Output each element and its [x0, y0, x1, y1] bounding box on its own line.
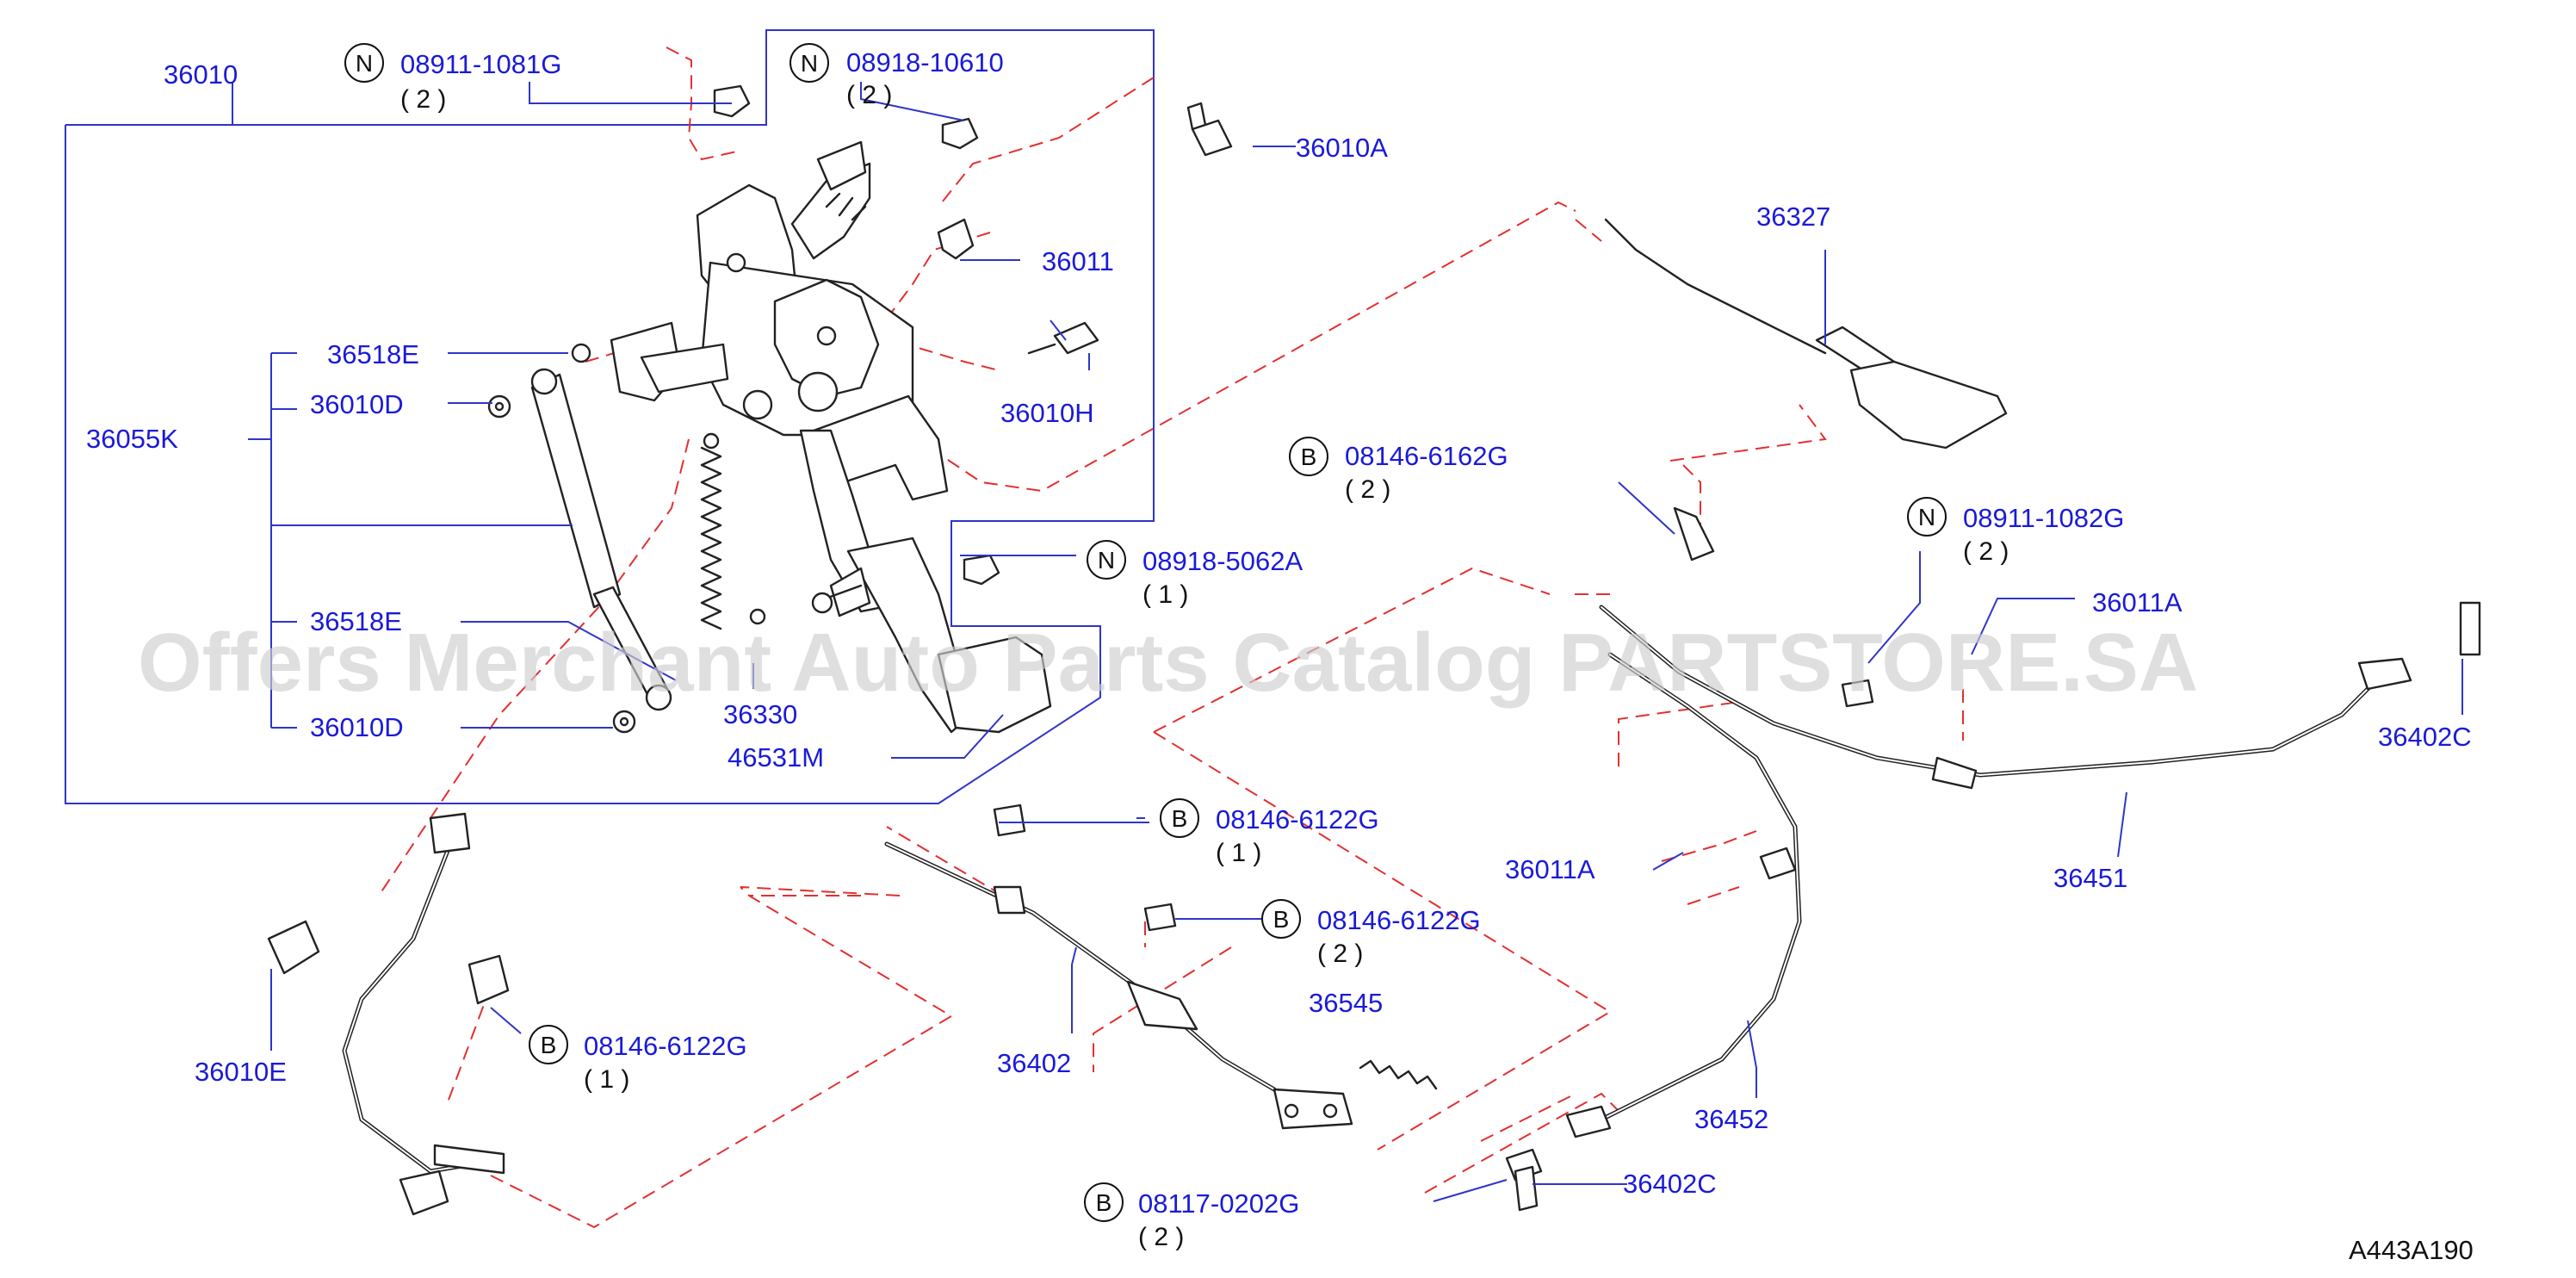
- callouts: N 08911-1081G ( 2 ) N 08918-10610 ( 2 ) …: [344, 43, 2124, 1251]
- callout-qty: ( 2 ): [1963, 537, 2009, 566]
- callout-code: 08146-6162G: [1345, 441, 1508, 471]
- callout-code: 08146-6122G: [1317, 905, 1481, 935]
- callout-code: 08911-1081G: [400, 49, 561, 79]
- figure-code: A443A190: [2349, 1235, 2474, 1265]
- label-36451: 36451: [2053, 863, 2127, 893]
- leader-lines: [248, 82, 2463, 1202]
- label-36011: 36011: [1042, 246, 1114, 276]
- callout-mark-b: B: [1096, 1189, 1112, 1216]
- label-36402C-bottom: 36402C: [1623, 1169, 1717, 1199]
- callout-qty: ( 2 ): [1138, 1223, 1184, 1251]
- rear-cable-36402: [884, 803, 1438, 1130]
- callout-qty: ( 2 ): [400, 85, 446, 114]
- label-36010H: 36010H: [1000, 398, 1094, 428]
- gas-strut: [530, 368, 672, 711]
- callout-08911-1082G: N 08911-1082G ( 2 ): [1907, 497, 2124, 566]
- rear-cable-36451: [1599, 601, 2481, 790]
- label-36402C-right: 36402C: [2378, 722, 2472, 752]
- callout-08146-6122G-left: B 08146-6122G ( 1 ): [529, 1025, 747, 1094]
- callout-mark-b: B: [541, 1032, 557, 1058]
- label-36330: 36330: [723, 699, 797, 729]
- callout-mark-b: B: [1301, 444, 1317, 470]
- callout-qty: ( 1 ): [1142, 580, 1188, 609]
- rear-cable-36452: [1505, 652, 1802, 1212]
- callout-mark-n: N: [1918, 504, 1935, 530]
- callout-mark-n: N: [1098, 547, 1115, 574]
- label-36010E: 36010E: [195, 1057, 287, 1087]
- callout-qty: ( 2 ): [846, 81, 892, 109]
- label-36518E-upper: 36518E: [327, 339, 419, 369]
- label-36518E-lower: 36518E: [310, 606, 402, 636]
- callout-qty: ( 2 ): [1345, 475, 1390, 504]
- part-labels: 36010 36010A 36011 36010H 36327 36518E 3…: [86, 59, 2472, 1199]
- front-cable: [267, 812, 510, 1216]
- callout-code: 08918-10610: [846, 47, 1004, 78]
- return-spring: [700, 432, 766, 630]
- callout-08918-10610: N 08918-10610 ( 2 ): [790, 43, 1004, 109]
- callout-code: 08146-6122G: [584, 1031, 747, 1061]
- pedal-bracket-assembly: [610, 140, 1052, 734]
- watermark: Offers Merchant Auto Parts Catalog PARTS…: [138, 617, 2198, 709]
- callout-08918-5062A: N 08918-5062A ( 1 ): [1087, 540, 1303, 609]
- callout-code: 08146-6122G: [1216, 804, 1379, 834]
- small-hardware: [487, 84, 1233, 734]
- label-36011A-lower: 36011A: [1505, 854, 1595, 884]
- callout-08146-6162G: B 08146-6162G ( 2 ): [1289, 437, 1508, 504]
- phantom-lines: [378, 47, 1964, 1229]
- label-36545: 36545: [1309, 988, 1383, 1018]
- label-36327: 36327: [1756, 202, 1830, 232]
- label-46531M: 46531M: [728, 742, 824, 772]
- label-36011A-upper: 36011A: [2092, 587, 2183, 617]
- label-36055K: 36055K: [86, 424, 178, 454]
- label-36010D-upper: 36010D: [310, 389, 404, 419]
- label-36452: 36452: [1694, 1104, 1768, 1134]
- callout-08146-6122G-middle: B 08146-6122G ( 2 ): [1261, 899, 1481, 968]
- callout-mark-b: B: [1273, 906, 1290, 933]
- label-36010A: 36010A: [1296, 133, 1388, 163]
- callout-08117-0202G: B 08117-0202G ( 2 ): [1084, 1182, 1299, 1251]
- label-36010D-lower: 36010D: [310, 712, 404, 742]
- callout-08911-1081G: N 08911-1081G ( 2 ): [344, 43, 561, 114]
- callout-code: 08117-0202G: [1138, 1188, 1299, 1219]
- assembly-outline-36010: [65, 29, 1155, 804]
- label-36402: 36402: [997, 1048, 1071, 1078]
- callout-qty: ( 1 ): [1216, 839, 1261, 867]
- callout-mark-n: N: [801, 50, 818, 77]
- callout-qty: ( 2 ): [1317, 940, 1363, 968]
- callout-mark-n: N: [356, 50, 373, 77]
- callout-08146-6122G-upper: B 08146-6122G ( 1 ): [1160, 798, 1379, 867]
- callout-code: 08911-1082G: [1963, 503, 2124, 533]
- release-cable-36327: [1604, 218, 2008, 561]
- callout-code: 08918-5062A: [1142, 546, 1303, 576]
- callout-qty: ( 1 ): [584, 1065, 629, 1094]
- callout-mark-b: B: [1172, 805, 1188, 832]
- label-36010: 36010: [164, 59, 238, 90]
